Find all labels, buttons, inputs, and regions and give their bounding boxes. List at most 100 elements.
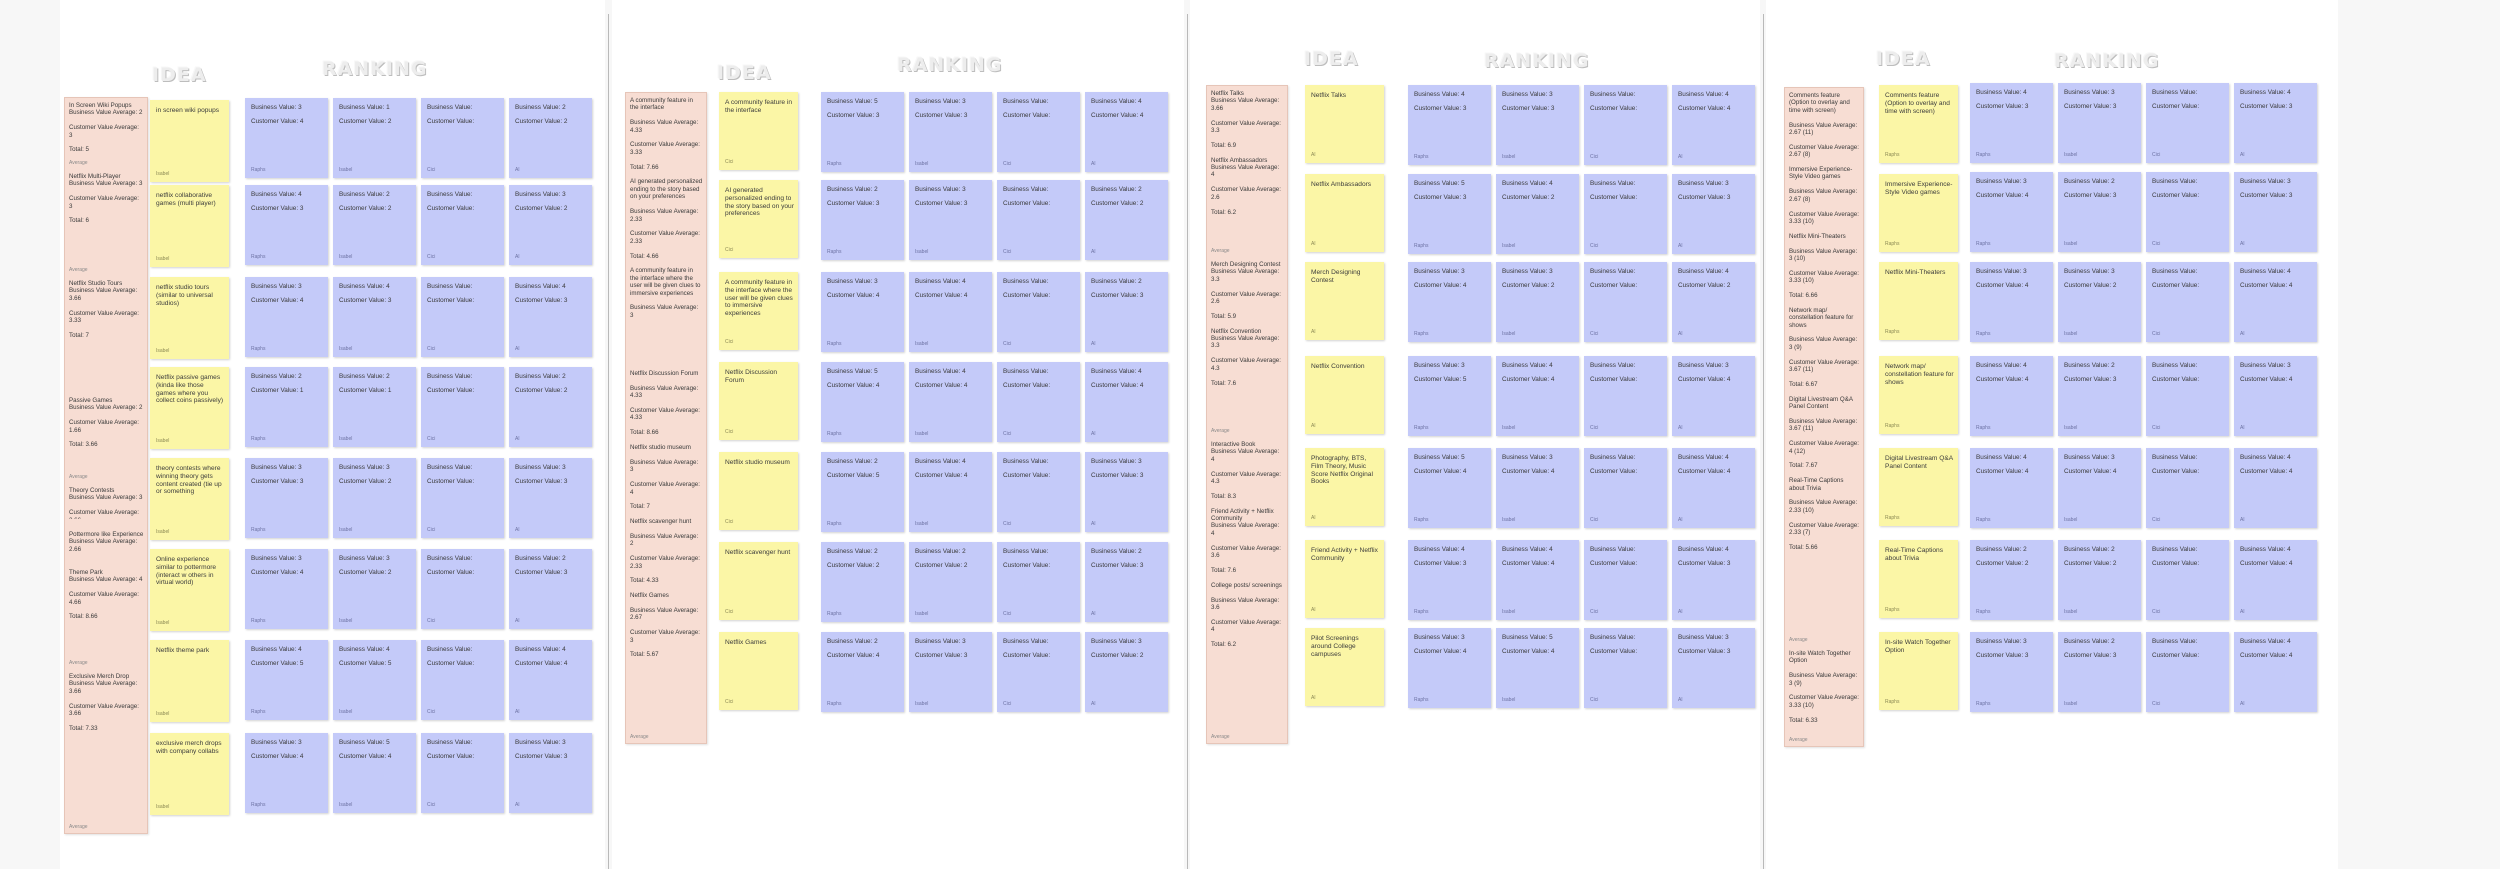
ranking-sticky-note[interactable]: Business Value:Customer Value:Cici (997, 272, 1080, 352)
idea-sticky-note[interactable]: A community feature in the interface whe… (719, 272, 798, 350)
ranking-sticky-note[interactable]: Business Value:Customer Value:Cici (1584, 85, 1667, 165)
ranking-sticky-note[interactable]: Business Value:Customer Value:Cici (997, 180, 1080, 260)
idea-sticky-note[interactable]: Network map/ constellation feature for s… (1879, 356, 1958, 434)
ranking-sticky-note[interactable]: Business Value:Customer Value:Cici (2146, 172, 2229, 252)
ranking-sticky-note[interactable]: Business Value:Customer Value:Cici (1584, 262, 1667, 342)
ranking-sticky-note[interactable]: Business Value:Customer Value:Cici (1584, 356, 1667, 436)
ranking-sticky-note[interactable]: Business Value:Customer Value:Cici (421, 98, 504, 178)
ranking-sticky-note[interactable]: Business Value:Customer Value:Cici (997, 632, 1080, 712)
ranking-sticky-note[interactable]: Business Value:Customer Value:Cici (421, 185, 504, 265)
idea-sticky-note[interactable]: Pilot Screenings around College campuses… (1305, 628, 1384, 706)
ranking-sticky-note[interactable]: Business Value:Customer Value:Cici (421, 458, 504, 538)
ranking-sticky-note[interactable]: Business Value:Customer Value:Cici (421, 549, 504, 629)
ranking-sticky-note[interactable]: Business Value:Customer Value:Cici (997, 92, 1080, 172)
ranking-sticky-note[interactable]: Business Value:Customer Value:Cici (1584, 174, 1667, 254)
idea-sticky-note[interactable]: exclusive merch drops with company colla… (150, 733, 229, 815)
ranking-sticky-note[interactable]: Business Value:Customer Value:Cici (2146, 540, 2229, 620)
idea-sticky-note[interactable]: theory contests where winning theory get… (150, 458, 229, 540)
ranking-sticky-note[interactable]: Business Value:Customer Value:Cici (2146, 448, 2229, 528)
idea-sticky-note[interactable]: Netflix passive games (kinda like those … (150, 367, 229, 449)
idea-sticky-note[interactable]: Photography, BTS, Film Theory, Music Sco… (1305, 448, 1384, 526)
ranking-sticky-note[interactable]: Business Value:Customer Value:Cici (997, 542, 1080, 622)
ranking-sticky-note[interactable]: Business Value:Customer Value:Cici (2146, 262, 2229, 342)
ranking-sticky-note[interactable]: Business Value:Customer Value:Cici (2146, 632, 2229, 712)
